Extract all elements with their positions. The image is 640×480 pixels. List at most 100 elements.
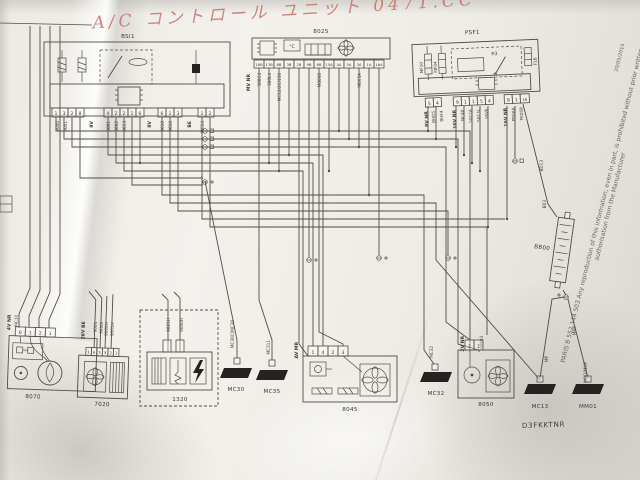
fuse-icon [437, 45, 447, 80]
fuse-label: F1B [533, 57, 538, 65]
pin-label: 3 [342, 350, 345, 356]
pin-label: 6B [316, 62, 321, 67]
margin-notice: PARIS B 552 144 503 Any reproduction of … [560, 43, 640, 363]
component-8070: 6 1 2 1 8070 4V NR MC10 [6, 314, 98, 401]
pin-label: 8 [79, 111, 82, 117]
relay-label: R3 [491, 51, 497, 57]
pin-label: 1 [131, 111, 134, 117]
pin-label: 5 [480, 99, 483, 105]
wire-label: PR0AA [511, 107, 517, 121]
mc13-label: MC13 [531, 404, 548, 410]
mc35-label: MC35 [263, 389, 280, 395]
wire-label: M0060 [317, 73, 322, 88]
battery-cells-icon [553, 224, 572, 275]
pin-label: 1 [477, 344, 480, 350]
pin-label: 6 [139, 111, 142, 117]
pin-label: 2 [39, 331, 42, 337]
fuse-label: MF04 [433, 61, 439, 73]
pin-label: 2 [115, 111, 118, 117]
splice-plus-icon [306, 257, 318, 263]
fan-icon [83, 360, 107, 393]
wire-label: MOO/MHP [583, 362, 588, 383]
splice-plus-icon [557, 293, 569, 300]
wire-label: 9001 [93, 321, 98, 332]
ic-icon [475, 76, 498, 91]
pin-label: 2 [209, 111, 212, 117]
wire-label: 16V NR [503, 107, 510, 127]
wire-label: 4V NR [6, 314, 13, 330]
bsi1-wire-labels: 9V 8V BE 9000 9001 3001 3002 9013 9010 9… [55, 121, 205, 133]
bsi1-title: BSI1 [121, 34, 135, 40]
fan-icon [359, 363, 391, 397]
8025-title: 8025 [313, 29, 329, 35]
wire-label: MC12/2C/150 [277, 73, 282, 102]
wire-label: 9V [89, 121, 95, 128]
splice-plus-icon [376, 255, 388, 261]
pin-label: 16A [375, 62, 383, 67]
splice-plus-icon [202, 179, 214, 185]
pin-label: 1 [312, 350, 315, 356]
wire-label: 9000 [55, 121, 60, 132]
ic-icon [257, 40, 277, 56]
7020-label: 7020 [94, 402, 110, 409]
wire-label: 16V NR [452, 109, 459, 129]
pin-label: 8 [507, 98, 510, 104]
wire-label: 9000H [179, 318, 184, 332]
pin-label: 4 [488, 98, 491, 104]
8045-pin-strip: 1 4 2 3 [307, 345, 349, 357]
pin-label: 8B [276, 62, 281, 67]
pin-label: 2 [109, 350, 112, 355]
pin-label: 5 [98, 350, 101, 355]
mc30-label: MC30 [227, 387, 244, 393]
fuse-icon [523, 47, 533, 67]
margin-number: 20/05/2014 [614, 43, 627, 72]
pin-label: 13B [265, 62, 273, 67]
pin-label: 1 [55, 111, 58, 117]
pin-label: 16B [255, 62, 263, 67]
component-psf1: PSF1 MF10 MF04 R3 F1B [411, 30, 541, 129]
pin-label: 1 [464, 99, 467, 105]
fan-icon [337, 39, 355, 57]
component-1320: 9001H 9000H 1320 [139, 291, 219, 407]
pin-label: 15A [325, 62, 333, 67]
pin-label: 9 [456, 100, 459, 106]
pin-label: 2 [71, 111, 74, 117]
wire-label: PK05B [519, 107, 525, 121]
wire-label: MC14 [200, 121, 205, 133]
wire-label: MC30C/MC30 [230, 320, 235, 348]
wire-label: MC311 [266, 340, 271, 355]
motor-icon [463, 352, 481, 384]
pin-label: 2B [296, 62, 301, 67]
sensor-icon [13, 366, 28, 380]
left-bus-wires [0, 22, 93, 328]
wire-label: 5012A [468, 109, 474, 123]
psf1-pin-strip: 5 4 9 1 1 5 4 8 1 16 [424, 93, 530, 108]
coil-icon [128, 58, 148, 66]
8050-label: 8050 [478, 402, 494, 408]
battery-label: BB00 [534, 244, 551, 252]
mm01-label: MM01 [579, 404, 597, 410]
pin-label: 4 [436, 101, 439, 107]
psf1-title: PSF1 [465, 30, 480, 37]
splice-box-icon [202, 136, 214, 142]
wire-label: 300C4 [257, 73, 262, 87]
pin-label: 1 [515, 97, 518, 103]
fan-icon [485, 359, 511, 393]
pin-label: 3B [286, 62, 291, 67]
component-7020: 1 6 5 3 2 1 7020 26V BE 9001 [76, 289, 130, 409]
component-8050: 2V NR MM04 2 1 8050 [457, 336, 515, 408]
connector-icon [151, 357, 167, 385]
pin-label: 4A [336, 62, 341, 67]
pin-label: 9B [306, 62, 311, 67]
bsi1-pin-strip: 1 3 2 8 4 2 2 1 6 6 1 3 1 2 [51, 107, 215, 118]
resistor-icon [57, 50, 67, 82]
wire-label: 5013L [476, 108, 482, 122]
wire-label: 3001 [106, 121, 111, 132]
splice-box-icon [202, 128, 214, 134]
coil-icon [109, 361, 125, 394]
wire-label: 9010 [160, 121, 165, 132]
switch-icon [494, 56, 506, 75]
ic-icon [115, 86, 143, 106]
resistor-icon [337, 387, 359, 395]
wire-label: 300L4 [267, 73, 272, 86]
